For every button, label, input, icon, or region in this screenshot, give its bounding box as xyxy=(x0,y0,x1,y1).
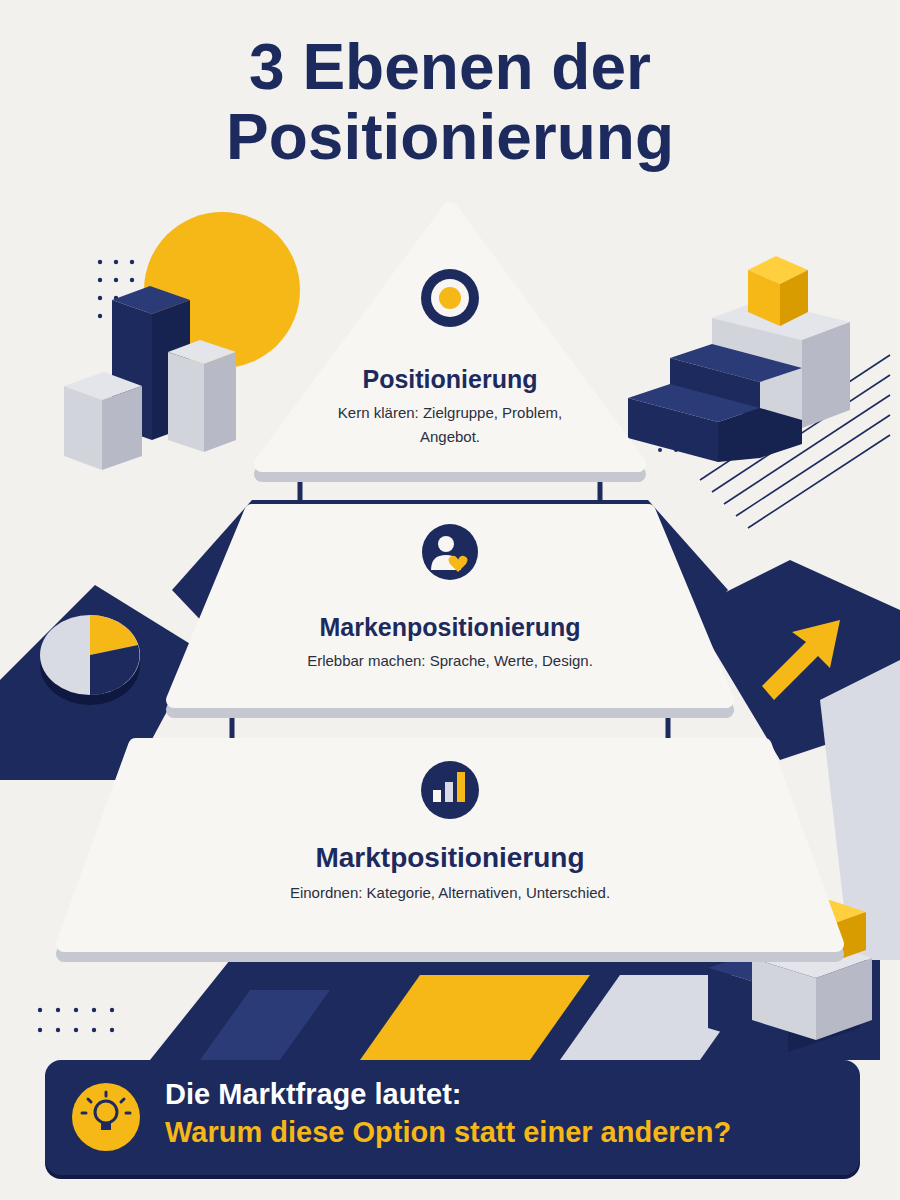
layer-outline xyxy=(164,502,736,718)
pyramid-layer: MarkenpositionierungErlebbar machen: Spr… xyxy=(164,502,736,718)
person-heart-icon xyxy=(422,524,478,580)
pyramid-layer: PositionierungKern klären: Zielgruppe, P… xyxy=(252,198,648,482)
target-icon xyxy=(421,269,479,327)
text-group: MarktpositionierungEinordnen: Kategorie,… xyxy=(260,840,640,905)
layer-description: Einordnen: Kategorie, Alternativen, Unte… xyxy=(260,881,640,905)
block-group-left xyxy=(64,286,236,470)
text-group: PositionierungKern klären: Zielgruppe, P… xyxy=(315,364,585,449)
layer-heading: Positionierung xyxy=(315,364,585,395)
pyramid-layer: MarktpositionierungEinordnen: Kategorie,… xyxy=(54,736,846,964)
bar-chart-icon xyxy=(421,761,479,819)
question-banner: Die Marktfrage lautet:Warum diese Option… xyxy=(45,1060,860,1175)
pie-chart xyxy=(40,615,140,705)
layer-description: Kern klären: Zielgruppe, Problem, Angebo… xyxy=(315,401,585,449)
text-group: MarkenpositionierungErlebbar machen: Spr… xyxy=(280,612,620,673)
banner-question: Warum diese Option statt einer anderen? xyxy=(165,1114,845,1152)
lightbulb-icon xyxy=(72,1083,140,1151)
layer-description: Erlebbar machen: Sprache, Werte, Design. xyxy=(280,649,620,673)
diagram-title: 3 Ebenen der Positionierung xyxy=(150,32,750,173)
layer-heading: Markenpositionierung xyxy=(280,612,620,643)
text-group: Die Marktfrage lautet:Warum diese Option… xyxy=(165,1076,845,1151)
layer-heading: Marktpositionierung xyxy=(260,840,640,875)
banner-heading: Die Marktfrage lautet: xyxy=(165,1076,845,1114)
steps-right xyxy=(628,256,850,462)
arrow-icon xyxy=(762,620,840,700)
